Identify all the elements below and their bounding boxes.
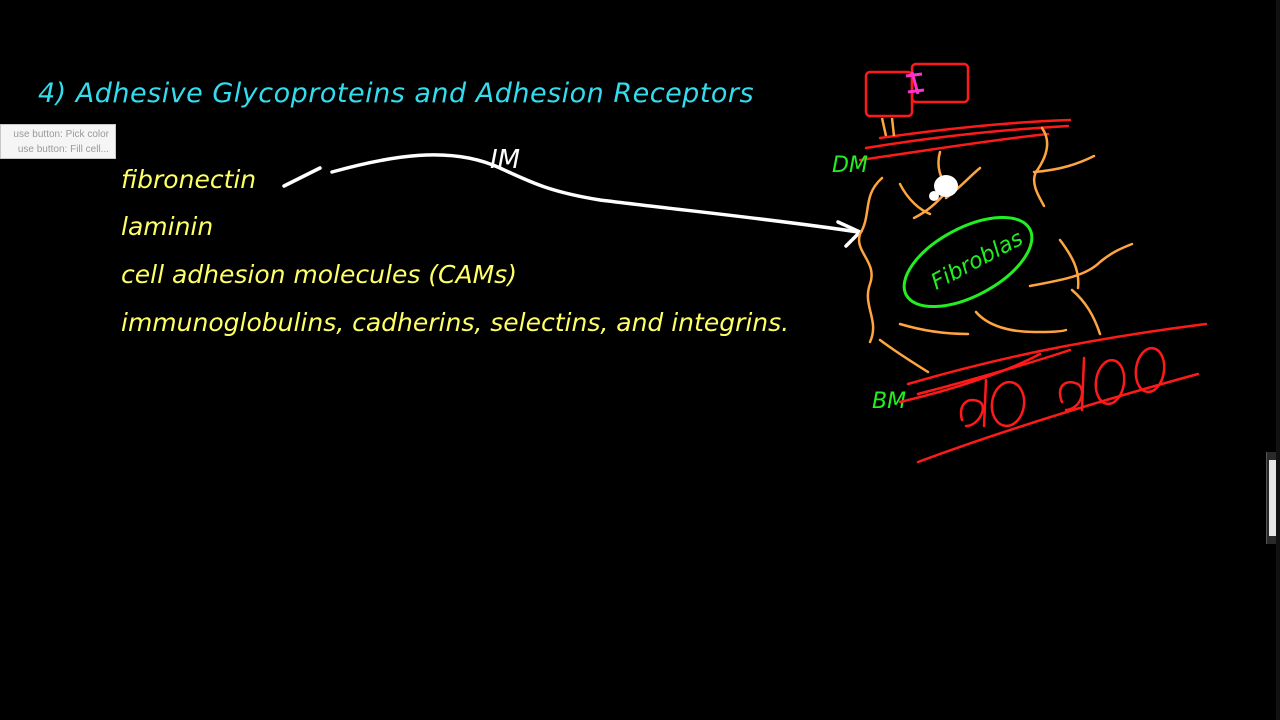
- binding-site: [929, 175, 958, 201]
- scrollbar-thumb[interactable]: [1269, 460, 1279, 536]
- tooltip-line-2: use button: Fill cell...: [17, 144, 109, 155]
- arrow-label: IM: [490, 145, 520, 175]
- marker: [905, 71, 925, 95]
- stalks: [880, 117, 896, 137]
- window-edge: [1276, 0, 1280, 720]
- term-cams: cell adhesion molecules (CAMs): [121, 260, 517, 289]
- membrane-bottom: [898, 322, 1208, 464]
- term-fibronectin: fibronectin: [121, 165, 257, 194]
- svg-text:IM: IM: [490, 145, 520, 175]
- slide-heading: 4) Adhesive Glycoproteins and Adhesion R…: [38, 78, 755, 109]
- term-receptor-families: immunoglobulins, cadherins, selectins, a…: [121, 308, 790, 337]
- top-membrane-label: DM: [832, 153, 868, 178]
- membrane-top: [858, 62, 1072, 162]
- tooltip: use button: Pick color use button: Fill …: [0, 124, 116, 159]
- term-laminin: laminin: [121, 212, 214, 241]
- arrow-right-icon: [282, 153, 864, 248]
- tooltip-line-1: use button: Pick color: [13, 129, 109, 140]
- svg-text:DM: DM: [832, 153, 868, 178]
